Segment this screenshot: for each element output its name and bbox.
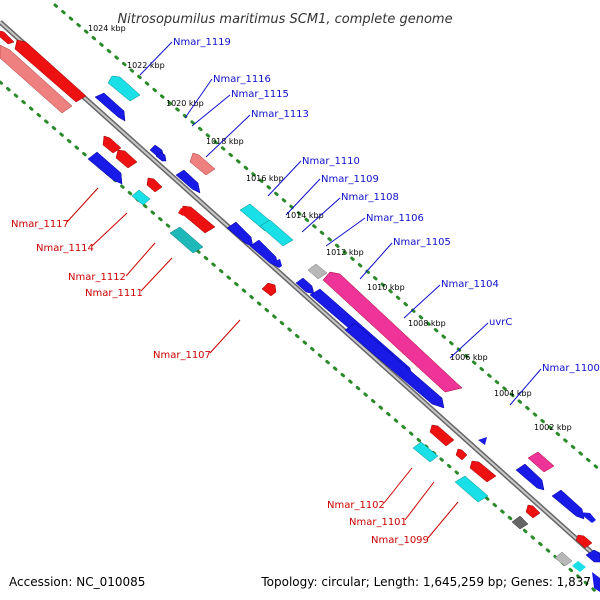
tick-label: 1024 kbp [88, 24, 126, 33]
gene-feature [572, 561, 586, 572]
gene-label-nmar-1113: Nmar_1113 [251, 109, 309, 120]
gene-feature [454, 475, 489, 503]
gene-label-nmar-1104: Nmar_1104 [441, 279, 499, 290]
tick-label: 1006 kbp [450, 353, 488, 362]
gene-feature [525, 504, 541, 519]
tick-label: 1022 kbp [127, 61, 165, 70]
tick-label: 1018 kbp [206, 137, 244, 146]
gene-feature [551, 489, 585, 520]
gene-feature [554, 551, 573, 567]
gene-features [0, 30, 600, 592]
gene-feature [169, 226, 204, 254]
guide-lines [0, 3, 600, 597]
gene-feature [189, 152, 216, 176]
gene-label-nmar-1100: Nmar_1100 [542, 363, 600, 374]
gene-feature [115, 149, 138, 169]
gene-label-nmar-1099: Nmar_1099 [371, 535, 429, 546]
gene-label-nmar-1114: Nmar_1114 [36, 243, 94, 254]
gene-feature [527, 451, 555, 473]
gene-label-nmar-1109: Nmar_1109 [321, 174, 379, 185]
gene-feature [322, 271, 463, 393]
gene-feature [146, 177, 163, 193]
gene-feature [107, 75, 141, 102]
gene-feature [344, 322, 445, 409]
tick-label: 1008 kbp [408, 319, 446, 328]
gene-feature [178, 208, 186, 216]
gene-label-nmar-1110: Nmar_1110 [302, 156, 360, 167]
gene-feature [575, 534, 593, 549]
gene-feature [226, 221, 254, 248]
tick-label: 1002 kbp [534, 423, 572, 432]
gene-feature [307, 263, 328, 280]
gene-label-nmar-1116: Nmar_1116 [213, 74, 271, 85]
gene-feature [180, 205, 216, 234]
gene-feature [412, 441, 439, 463]
gene-label-nmar-1119: Nmar_1119 [173, 37, 231, 48]
gene-feature [585, 549, 600, 563]
gene-feature [14, 39, 87, 103]
gene-feature [469, 460, 497, 483]
gene-feature [131, 189, 151, 206]
gene-label-nmar-1102: Nmar_1102 [327, 500, 385, 511]
gene-label-nmar-1111: Nmar_1111 [85, 288, 143, 299]
genome-backbone [0, 20, 600, 562]
tick-label: 1010 kbp [367, 283, 405, 292]
gene-label-nmar-1101: Nmar_1101 [349, 517, 407, 528]
gene-feature [272, 259, 282, 268]
tick-label: 1004 kbp [494, 389, 532, 398]
tick-label: 1016 kbp [246, 174, 284, 183]
gene-label-nmar-1115: Nmar_1115 [231, 89, 289, 100]
gene-feature [0, 44, 73, 114]
map-title: Nitrosopumilus maritimus SCM1, complete … [117, 12, 452, 27]
gene-feature [261, 282, 277, 297]
gene-feature [155, 151, 167, 162]
gene-feature [94, 92, 126, 122]
forward-gene-labels: Nmar_1119 Nmar_1116 Nmar_1115 Nmar_1113 … [173, 37, 600, 374]
gene-label-nmar-1105: Nmar_1105 [393, 237, 451, 248]
gene-label-nmar-1117: Nmar_1117 [11, 219, 69, 230]
gene-label-uvrc: uvrC [489, 317, 512, 328]
reverse-leader-lines [66, 187, 459, 539]
gene-feature [511, 515, 529, 530]
tick-labels: 1024 kbp 1022 kbp 1020 kbp 1018 kbp 1016… [88, 24, 572, 432]
gene-feature [259, 219, 294, 247]
gene-label-nmar-1106: Nmar_1106 [366, 213, 424, 224]
gene-feature [455, 448, 468, 461]
topology-text: Topology: circular; Length: 1,645,259 bp… [260, 575, 591, 589]
gene-feature [175, 169, 201, 194]
gene-feature [87, 151, 123, 185]
gene-feature [295, 277, 315, 295]
forward-leader-lines [139, 41, 542, 406]
gene-feature [478, 437, 487, 445]
gene-feature [592, 572, 600, 592]
accession-text: Accession: NC_010085 [9, 575, 145, 589]
gene-feature [429, 424, 455, 447]
gene-label-nmar-1107: Nmar_1107 [153, 350, 211, 361]
reverse-gene-labels: Nmar_1117 Nmar_1114 Nmar_1112 Nmar_1111 … [11, 219, 429, 546]
tick-label: 1014 kbp [286, 211, 324, 220]
gene-feature [102, 135, 122, 154]
gene-feature [0, 30, 15, 45]
gene-label-nmar-1112: Nmar_1112 [68, 272, 126, 283]
tick-label: 1020 kbp [166, 99, 204, 108]
gene-label-nmar-1108: Nmar_1108 [341, 192, 399, 203]
gene-feature [515, 463, 545, 491]
tick-label: 1012 kbp [326, 248, 364, 257]
gene-feature [578, 512, 596, 523]
